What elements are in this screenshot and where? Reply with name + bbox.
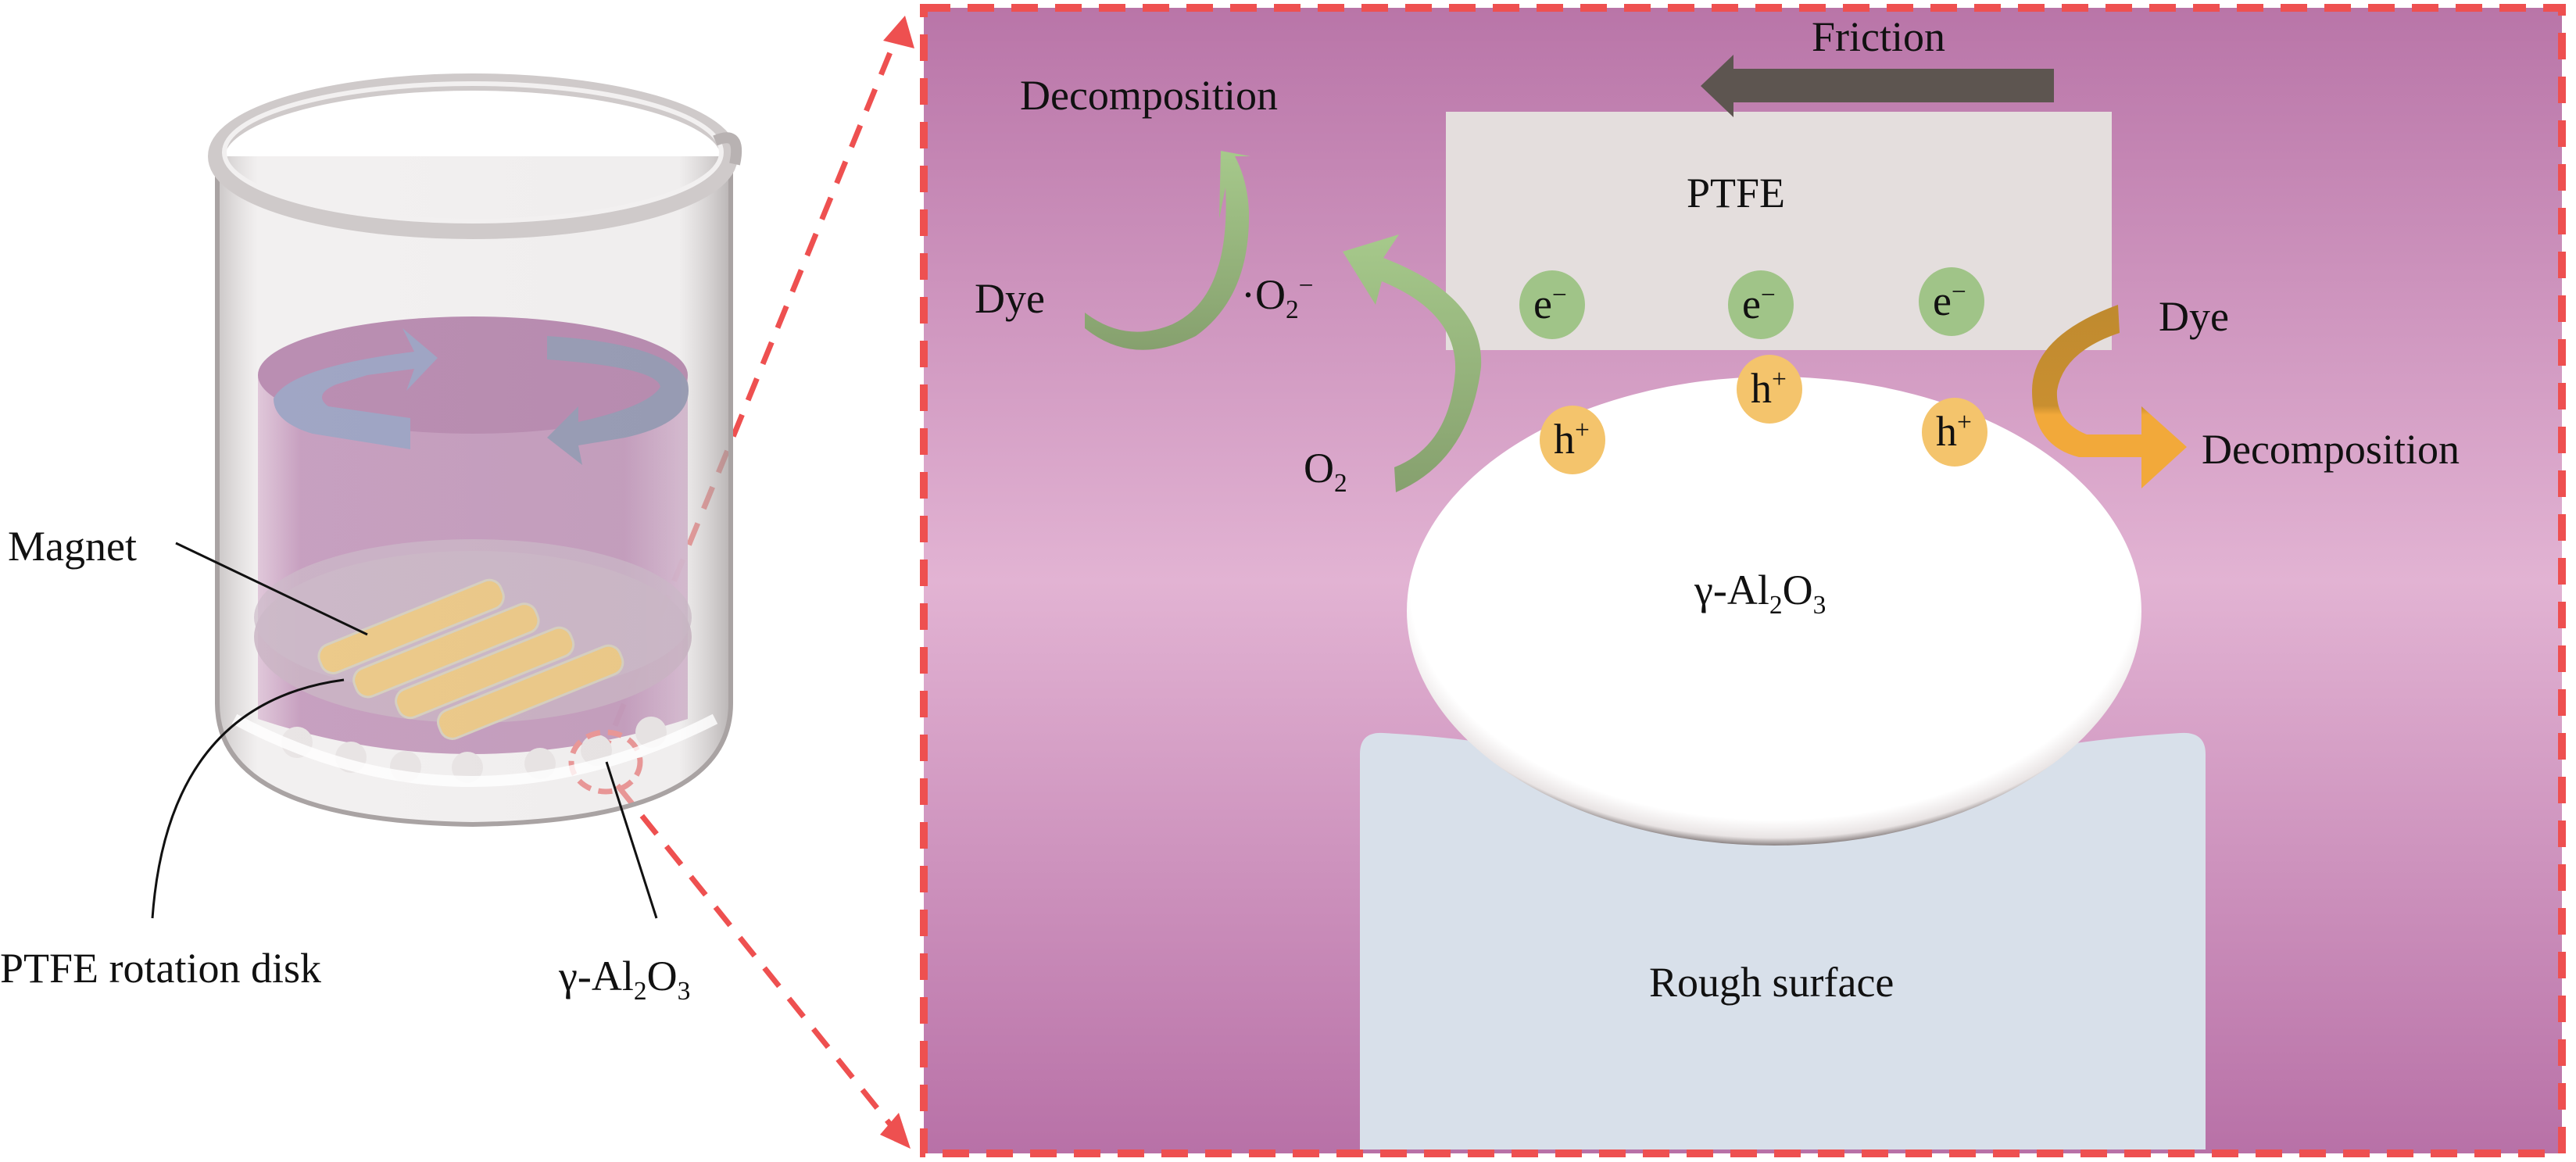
electron-particle: [1919, 267, 1984, 336]
dye-left-label: Dye: [975, 275, 1045, 322]
leader-lines: [151, 542, 658, 919]
al2o3-left-sub2: 3: [677, 976, 691, 1006]
al2o3-left-mid: O: [646, 953, 678, 999]
hole-label: h+: [1936, 408, 1972, 455]
oxygen-sub: 2: [1334, 468, 1347, 498]
electron-label: e−: [1742, 281, 1776, 327]
electron-charge: −: [1760, 281, 1776, 309]
beaker-bottom-rim: [231, 713, 718, 787]
oxygen-reduction-arrow-icon: [1343, 234, 1482, 492]
beaker-glass: [215, 156, 733, 828]
electron-symbol: e: [1933, 277, 1952, 324]
connector-arrowhead-bottom-icon: [880, 1113, 911, 1149]
beaker-rim-highlight: [222, 81, 724, 223]
electron-label: e−: [1533, 281, 1567, 327]
electron-particle: [1728, 270, 1794, 339]
superoxide-dot: ·: [1241, 271, 1255, 318]
electron-charge: −: [1551, 281, 1567, 309]
dye-right-label: Dye: [2159, 293, 2229, 340]
dye-oxidation-arrow-icon: [2032, 305, 2187, 488]
electron-group: [1519, 267, 1984, 339]
magnet-leader-line: [175, 542, 368, 636]
superoxide-base: O: [1254, 271, 1286, 318]
hole-particle: [1922, 398, 1987, 467]
al2o3-zoom-sub1: 2: [1769, 590, 1783, 620]
superoxide-label: ·O2−: [1241, 271, 1314, 323]
hole-particle: [1737, 355, 1802, 424]
hole-group: [1540, 355, 1987, 474]
ptfe-disk-label: PTFE rotation disk: [0, 945, 322, 992]
hole-label: h+: [1554, 416, 1590, 463]
al2o3-left-sub1: 2: [633, 976, 647, 1006]
hole-symbol: h: [1554, 416, 1575, 463]
connector-arrowhead-top-icon: [883, 16, 914, 48]
friction-arrow-icon: [1701, 55, 2054, 117]
magnet-label: Magnet: [8, 523, 137, 570]
electron-charge: −: [1951, 277, 1966, 306]
al2o3-left-label: γ-Al2O3: [559, 953, 690, 1004]
al2o3-left-prefix: γ-Al: [559, 953, 634, 999]
rough-surface: [1360, 732, 2206, 1149]
electron-symbol: e: [1742, 281, 1761, 327]
beaker-spout: [713, 132, 742, 166]
al2o3-zoom-mid: O: [1782, 567, 1813, 613]
rough-surface-label: Rough surface: [1649, 959, 1894, 1006]
al2o3-zoom-prefix: γ-Al: [1694, 567, 1769, 613]
al2o3-zoom-sub2: 3: [1812, 590, 1826, 620]
disk-leader-line: [151, 678, 345, 919]
hole-charge: +: [1957, 408, 1972, 437]
oxygen-label: O2: [1304, 445, 1347, 496]
hole-symbol: h: [1936, 408, 1957, 455]
beaker: [208, 73, 742, 828]
al2o3-particle: [1407, 377, 2141, 846]
al2o3-leader-line: [605, 761, 658, 919]
superoxide-sup: −: [1298, 271, 1314, 300]
superoxide-sub: 2: [1285, 295, 1299, 324]
oxygen-base: O: [1304, 445, 1334, 492]
friction-label: Friction: [1812, 13, 1945, 60]
electron-label: e−: [1933, 277, 1966, 324]
ptfe-label: PTFE: [1687, 170, 1786, 216]
hole-charge: +: [1575, 416, 1590, 445]
zoom-frame-border: [920, 4, 2566, 1157]
electron-symbol: e: [1533, 281, 1552, 327]
dye-degradation-arrow-icon: [1085, 151, 1250, 350]
hole-symbol: h: [1751, 365, 1772, 412]
hole-label: h+: [1751, 365, 1787, 412]
zoom-panel: [920, 4, 2566, 1157]
al2o3-zoom-label: γ-Al2O3: [1694, 567, 1826, 618]
connector-line-bottom: [615, 783, 893, 1128]
decomposition-right-label: Decomposition: [2202, 426, 2460, 473]
hole-charge: +: [1772, 365, 1787, 394]
hole-particle: [1540, 406, 1605, 474]
decomposition-left-label: Decomposition: [1020, 72, 1278, 119]
electron-particle: [1519, 270, 1585, 339]
